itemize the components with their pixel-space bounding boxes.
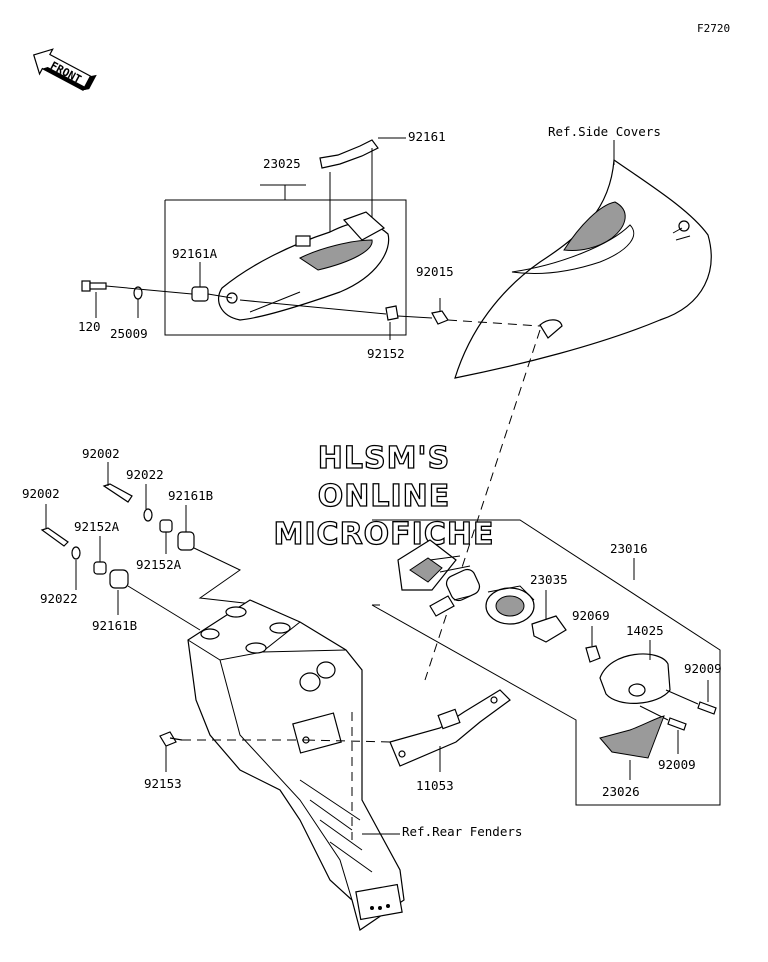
label-92009-b: 92009	[658, 757, 696, 772]
license-bracket-part	[187, 599, 405, 931]
label-14025: 14025	[626, 623, 664, 638]
label-11053: 11053	[416, 778, 454, 793]
label-120: 120	[78, 319, 101, 334]
taillight-housing-part	[218, 211, 390, 321]
screw-part-92009-b	[667, 717, 687, 731]
label-92022-b: 92022	[40, 591, 78, 606]
label-92022-a: 92022	[126, 467, 164, 482]
strap-part-92161	[319, 139, 379, 169]
clip-part-23035	[531, 615, 567, 643]
label-92161B-a: 92161B	[168, 488, 213, 503]
grommet-part-92161B-lower	[109, 569, 129, 589]
assembly-box-23016	[371, 519, 721, 806]
label-92153: 92153	[144, 776, 182, 791]
label-23035: 23035	[530, 572, 568, 587]
label-23016: 23016	[610, 541, 648, 556]
label-23026: 23026	[602, 784, 640, 799]
lamp-socket-part	[429, 568, 481, 617]
watermark-line1: HLSM'S	[318, 441, 450, 476]
side-cover-part	[454, 158, 712, 379]
washer-part-92022-lower	[71, 546, 81, 560]
grommet-part-92161B-upper	[177, 531, 195, 551]
watermark-line2: ONLINE	[318, 479, 451, 514]
label-92161A: 92161A	[172, 246, 218, 261]
label-92015: 92015	[416, 264, 454, 279]
light-bracket-part-11053	[389, 689, 511, 767]
label-92161: 92161	[408, 129, 446, 144]
label-92152A-b: 92152A	[136, 557, 182, 572]
bulb-part-92069	[585, 645, 601, 663]
lens-part-14025	[599, 653, 671, 704]
screw-part-92153	[159, 731, 183, 747]
label-92161B-b: 92161B	[92, 618, 137, 633]
grommet-part-92161A	[191, 286, 209, 302]
cover-part-23026	[599, 715, 665, 759]
screw-part-92009-a	[697, 701, 717, 715]
label-92009-a: 92009	[684, 661, 722, 676]
bolt-part-120	[81, 280, 107, 292]
assembly-box-23025	[164, 199, 407, 336]
screw-part-92002-upper	[102, 483, 133, 503]
collar-part-92152A-upper	[159, 519, 173, 533]
front-arrow-icon: FRONT	[32, 48, 97, 92]
figure-code: F2720	[697, 22, 730, 35]
label-92002-b: 92002	[22, 486, 60, 501]
label-92152A-a: 92152A	[74, 519, 120, 534]
label-25009: 25009	[110, 326, 148, 341]
label-23025: 23025	[263, 156, 301, 171]
washer-part-92022-upper	[143, 508, 153, 522]
screw-part-92002-lower	[40, 527, 69, 547]
nut-part-92015	[431, 310, 449, 325]
washer-part-92152	[385, 305, 399, 321]
label-ref-rear-fenders: Ref.Rear Fenders	[402, 824, 522, 839]
lens-holder-part	[485, 585, 535, 625]
label-92152: 92152	[367, 346, 405, 361]
label-ref-side-covers: Ref.Side Covers	[548, 124, 661, 139]
label-92069: 92069	[572, 608, 610, 623]
watermark-line3: MICROFICHE	[274, 517, 495, 552]
lamp-base-part	[397, 539, 471, 591]
collar-part-92152A-lower	[93, 561, 107, 575]
label-92002-a: 92002	[82, 446, 120, 461]
